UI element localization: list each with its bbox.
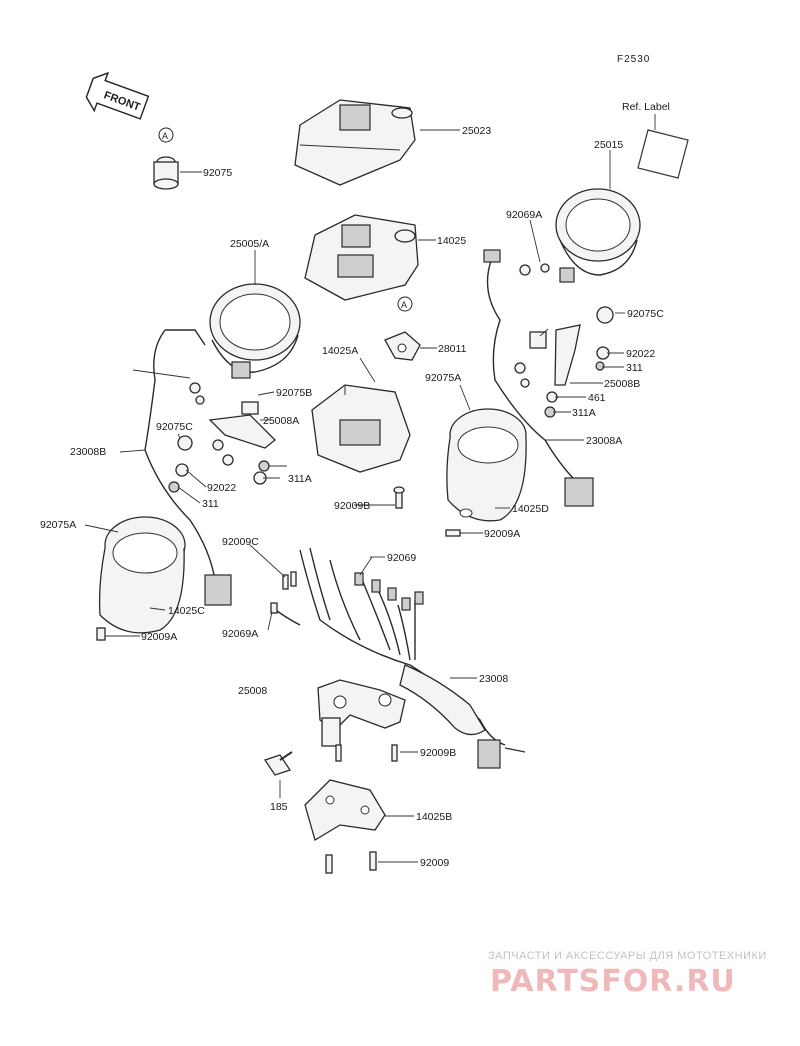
left-cup-14025c	[98, 516, 186, 634]
part-label: 92009B	[420, 747, 456, 759]
lower-cover-14025b	[304, 779, 386, 841]
grommet-part	[153, 156, 179, 190]
part-label: 23008A	[586, 435, 622, 447]
figure-code: F2530	[617, 54, 650, 65]
meter-case-part	[304, 214, 419, 301]
part-label: 311	[202, 498, 219, 510]
main-harness-23008	[299, 547, 526, 769]
callout-a-marker: A	[158, 127, 174, 143]
part-label: 25008A	[263, 415, 299, 427]
bracket-25008	[317, 679, 406, 747]
part-label: 25015	[594, 139, 623, 151]
svg-text:A: A	[401, 300, 407, 310]
part-label: 92009A	[484, 528, 520, 540]
screw-92009b-lower	[335, 744, 398, 762]
part-label: 14025B	[416, 811, 452, 823]
part-label: 14025A	[322, 345, 358, 357]
part-label: 92069	[387, 552, 416, 564]
meter-cover-part	[294, 99, 416, 186]
svg-text:A: A	[162, 131, 168, 141]
front-arrow-icon: FRONT	[85, 71, 150, 120]
ref-label-sticker	[637, 129, 689, 179]
lower-case-part	[311, 384, 411, 473]
part-label: 25005/A	[230, 238, 269, 250]
watermark-logo: PARTSFOR.RU	[490, 964, 736, 999]
ref-label-text: Ref. Label	[622, 101, 670, 113]
connector	[564, 477, 594, 507]
part-label: 23008B	[70, 446, 106, 458]
part-label: 92009	[420, 857, 449, 869]
part-label: 92069A	[222, 628, 258, 640]
part-label: 92075A	[425, 372, 461, 384]
wire-harness-23008a	[486, 257, 576, 481]
part-label: 185	[270, 801, 288, 813]
part-label: 14025C	[168, 605, 205, 617]
part-label: 23008	[479, 673, 508, 685]
watermark-tagline: ЗАПЧАСТИ И АКСЕССУАРЫ ДЛЯ МОТОТЕХНИКИ	[488, 950, 767, 962]
part-label: 311A	[572, 407, 596, 419]
part-label: 92009C	[222, 536, 259, 548]
part-label: 25008	[238, 685, 267, 697]
screw-92009b	[393, 486, 405, 509]
small-bolts-left	[168, 382, 276, 493]
part-label: 92075B	[276, 387, 312, 399]
part-label: 28011	[438, 343, 467, 355]
part-label: 311	[626, 362, 643, 374]
part-label: 92075C	[627, 308, 664, 320]
part-label: 92009A	[141, 631, 177, 643]
part-label: 92009B	[334, 500, 370, 512]
right-cup-14025d	[446, 408, 527, 522]
screws-92009	[325, 851, 377, 874]
part-label: 92069A	[506, 209, 542, 221]
left-gauge-25005	[209, 283, 301, 379]
part-label: 25023	[462, 125, 491, 137]
callout-a-marker: A	[397, 296, 413, 312]
part-label: 14025D	[512, 503, 549, 515]
part-label: 92075C	[156, 421, 193, 433]
right-gauge-25015	[555, 188, 641, 283]
connector	[204, 574, 232, 606]
part-label: 25008B	[604, 378, 640, 390]
bulbs-left-center	[270, 571, 301, 626]
part-label: 92022	[626, 348, 655, 360]
part-label: 92075A	[40, 519, 76, 531]
bolt-185	[263, 751, 293, 776]
part-label: 311A	[288, 473, 312, 485]
part-label: 92075	[203, 167, 232, 179]
leader-lines	[84, 129, 625, 863]
part-label: 14025	[437, 235, 466, 247]
part-label: 92022	[207, 482, 236, 494]
bracket-28011	[384, 331, 421, 361]
part-label: 461	[588, 392, 606, 404]
wire-harness-23008b	[144, 329, 216, 581]
